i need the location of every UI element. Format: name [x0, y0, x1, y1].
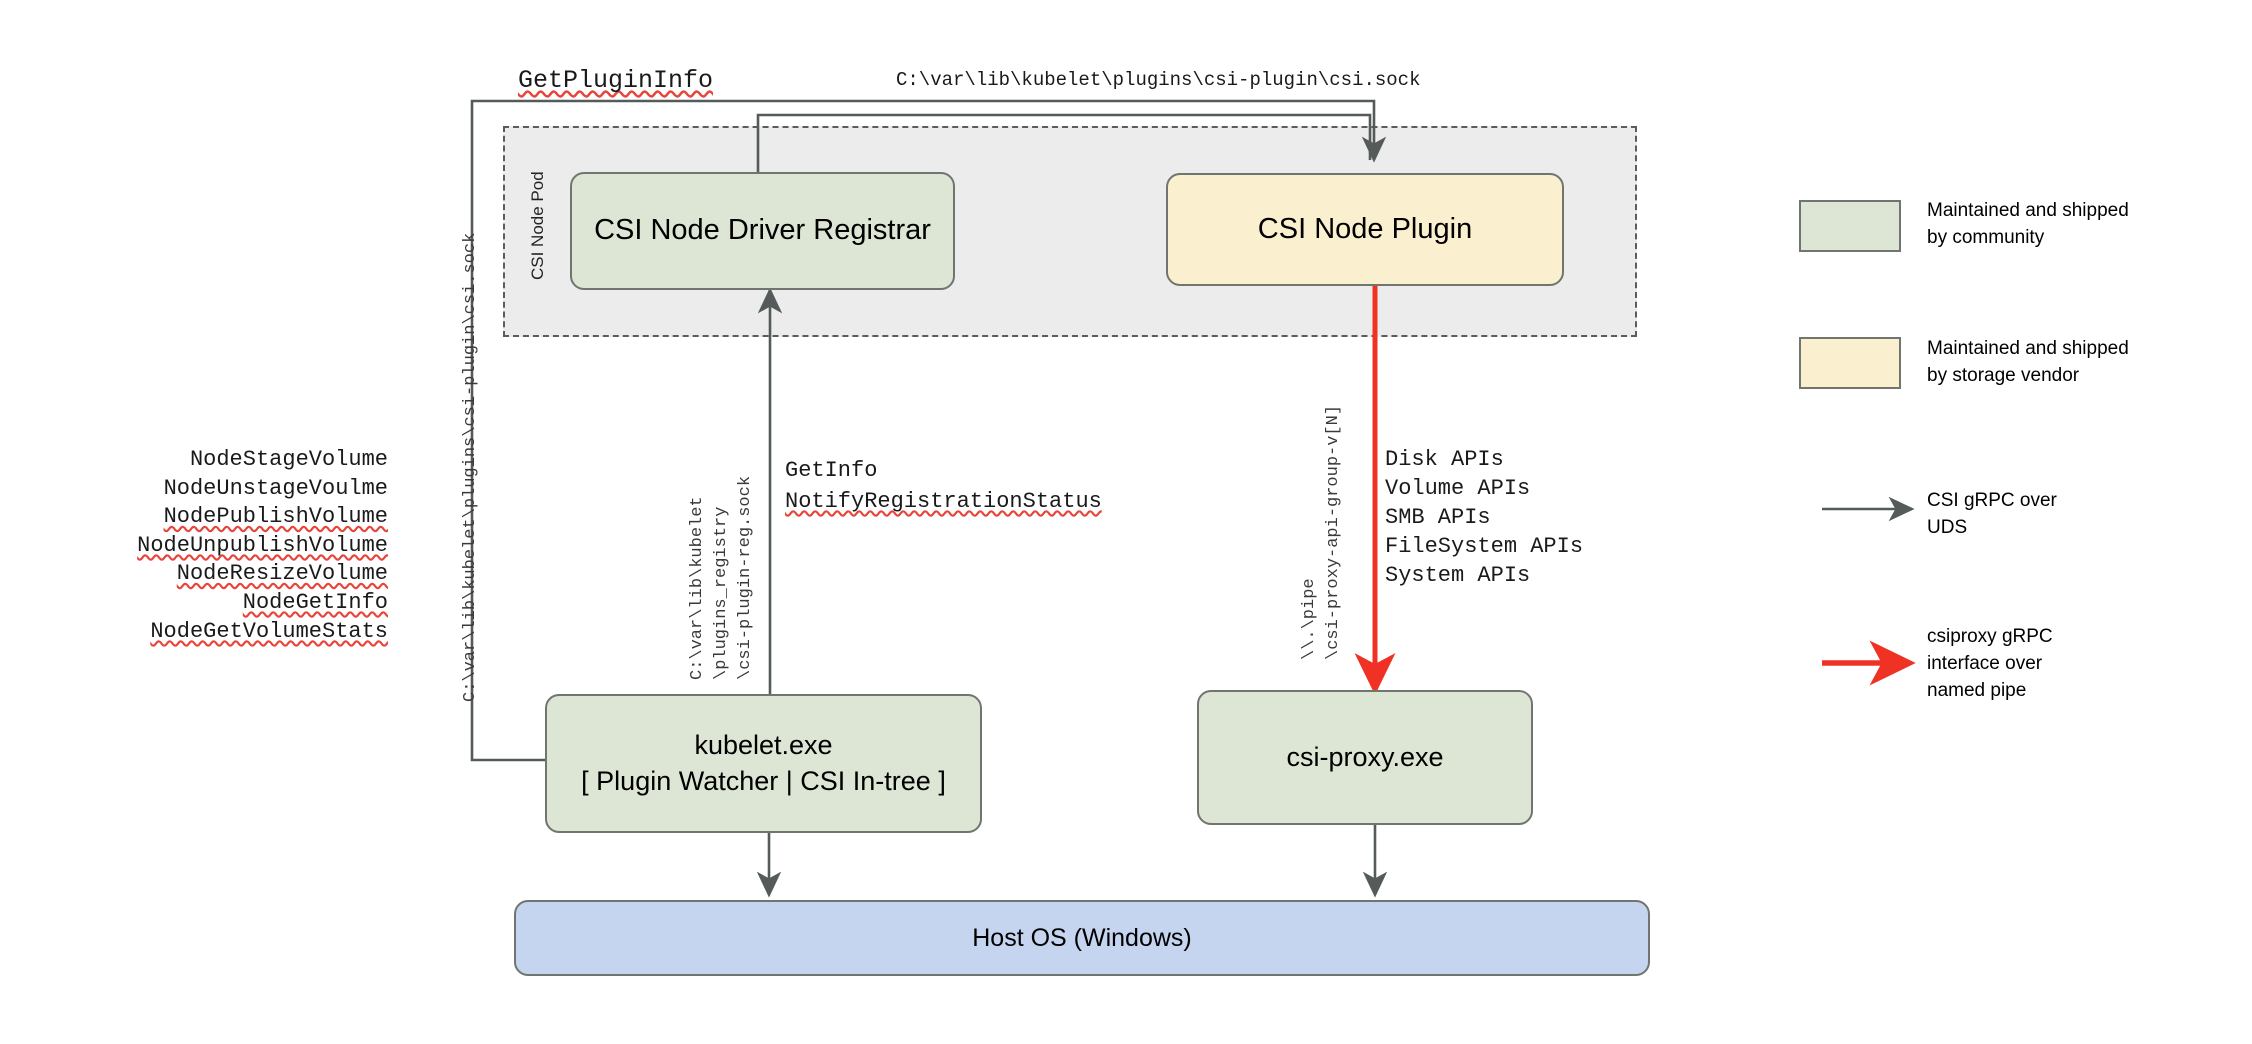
- rpc-list-item: NodeStageVolume: [189, 447, 388, 472]
- node-label-line1: kubelet.exe: [694, 730, 833, 761]
- legend-label-csi-grpc-uds: CSI gRPC over UDS: [1927, 490, 2057, 538]
- rpc-list-item: NodeUnpublishVolume: [137, 532, 388, 558]
- legend-label-vendor: Maintained and shipped by storage vendor: [1927, 338, 2129, 386]
- api-list-item: Volume APIs: [1385, 476, 1531, 502]
- api-list-item: Disk APIs: [1385, 447, 1504, 472]
- rpc-list-item: NodeGetInfo: [242, 589, 388, 615]
- legend-swatch-vendor: [1799, 337, 1901, 389]
- edge-registrar-to-node-plugin: [756, 113, 1372, 173]
- node-kubelet-exe[interactable]: kubelet.exe [ Plugin Watcher | CSI In-tr…: [545, 694, 982, 833]
- node-label: csi-proxy.exe: [1286, 741, 1444, 772]
- legend-label-community: Maintained and shipped by community: [1927, 200, 2129, 248]
- vertical-label-registry-path-line3: \csi-plugin-reg.sock: [736, 475, 755, 680]
- node-csi-node-plugin[interactable]: CSI Node Plugin: [1166, 173, 1564, 286]
- label-notify-registration-status: NotifyRegistrationStatus: [785, 489, 1102, 514]
- rpc-list-item: NodePublishVolume: [163, 504, 388, 530]
- label-csi-socket-path: C:\var\lib\kubelet\plugins\csi-plugin\cs…: [896, 69, 1421, 91]
- rpc-list-item: NodeResizeVolume: [176, 561, 388, 587]
- node-label-line2: [ Plugin Watcher | CSI In-tree ]: [581, 765, 946, 796]
- label-get-plugin-info: GetPluginInfo: [518, 66, 714, 95]
- vertical-label-registry-path-line2: \plugins_registry: [712, 506, 731, 680]
- node-label: Host OS (Windows): [972, 923, 1192, 952]
- pod-label: CSI Node Pod: [528, 171, 547, 280]
- rpc-list-item: NodeUnstageVoulme: [163, 475, 388, 501]
- edge-kubelet-to-node-plugin-outer: [470, 99, 1387, 762]
- node-label: CSI Node Plugin: [1257, 212, 1473, 245]
- node-csi-proxy-exe[interactable]: csi-proxy.exe: [1197, 690, 1533, 825]
- rpc-list-item: NodeGetVolumeStats: [150, 618, 388, 644]
- vertical-label-pipe-line1: \\.\pipe: [1300, 578, 1319, 660]
- csi-node-rpc-list: NodeStageVolume NodeUnstageVoulme NodePu…: [80, 446, 388, 646]
- api-list-item: SMB APIs: [1385, 505, 1491, 531]
- vertical-label-left-socket: C:\var\lib\kubelet\plugins\csi-plugin\cs…: [461, 232, 480, 702]
- api-list-item: FileSystem APIs: [1385, 534, 1584, 560]
- csi-proxy-api-list: Disk APIs Volume APIs SMB APIs FileSyste…: [1385, 445, 1583, 590]
- legend-label-csiproxy-named-pipe: csiproxy gRPC interface over named pipe: [1927, 626, 2053, 701]
- node-csi-node-driver-registrar[interactable]: CSI Node Driver Registrar: [570, 172, 955, 290]
- vertical-label-pipe-line2: \csi-proxy-api-group-v[N]: [1324, 404, 1343, 660]
- node-label: CSI Node Driver Registrar: [594, 214, 931, 247]
- node-host-os[interactable]: Host OS (Windows): [514, 900, 1650, 976]
- legend-swatch-community: [1799, 200, 1901, 252]
- api-list-item: System APIs: [1385, 563, 1531, 589]
- vertical-label-registry-path-line1: C:\var\lib\kubelet: [688, 496, 707, 680]
- label-getinfo: GetInfo: [785, 458, 878, 483]
